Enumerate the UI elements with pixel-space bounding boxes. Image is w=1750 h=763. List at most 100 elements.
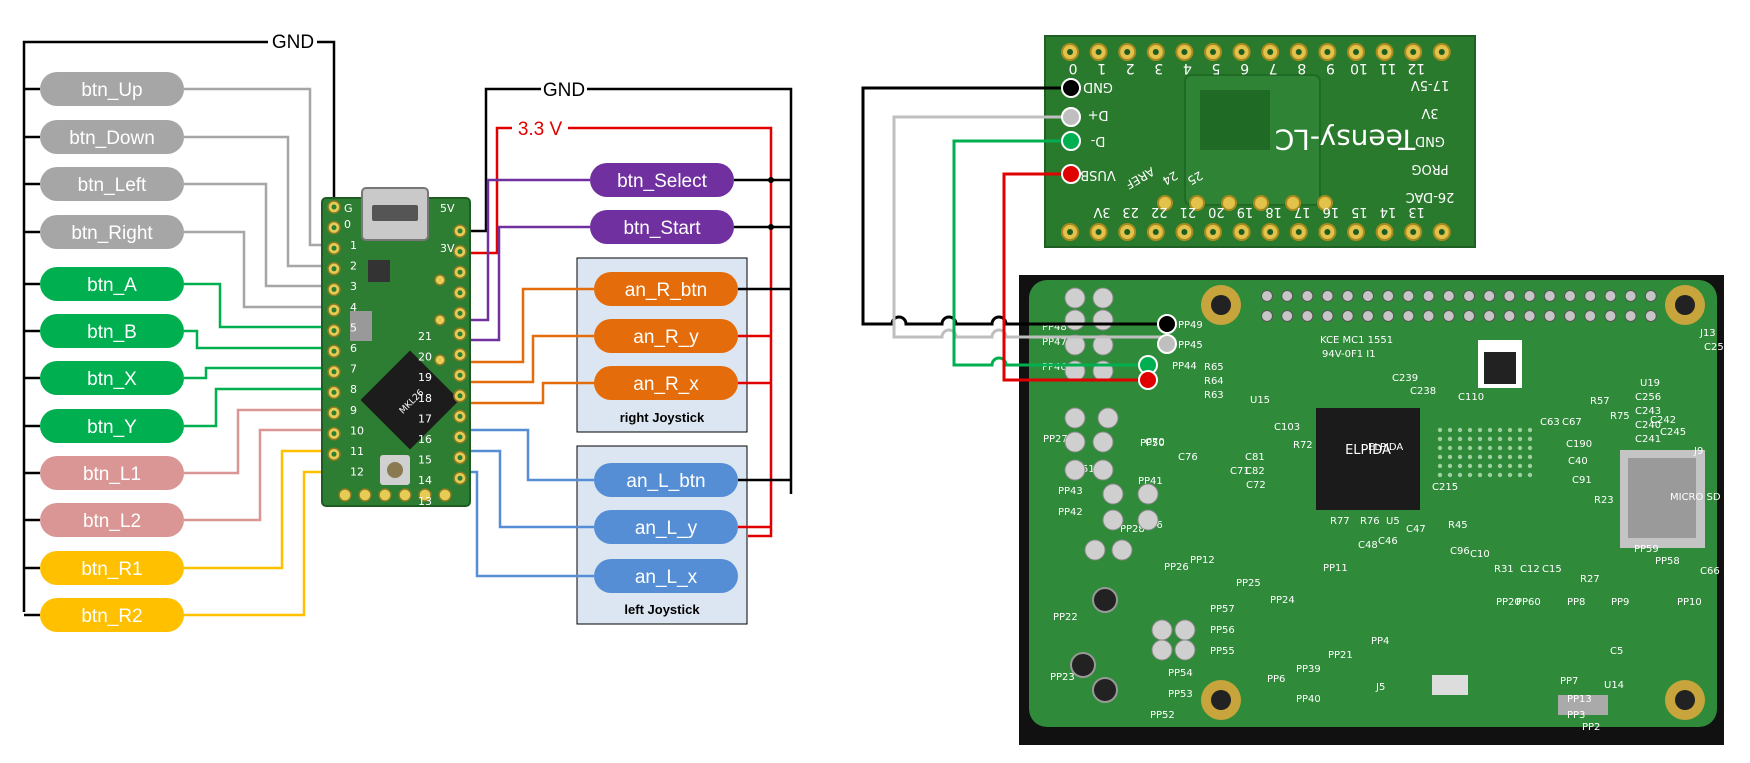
teensy-dminus-pad: [1061, 131, 1081, 151]
button-pill: [40, 167, 184, 201]
pi-silkscreen-label: PP42: [1058, 507, 1083, 518]
teensy-lc-pad-label: GND: [1415, 133, 1445, 148]
pi-silkscreen-label: C47: [1406, 524, 1426, 535]
pi-silkscreen-label: PP25: [1236, 578, 1261, 589]
pi-silkscreen-label: PP28: [1120, 524, 1145, 535]
button-label: an_R_y: [633, 327, 699, 348]
pi-silkscreen-label: PP26: [1164, 562, 1189, 573]
pi-silkscreen-label: PP41: [1138, 476, 1163, 487]
pi-silkscreen-label: C239: [1392, 373, 1418, 384]
pi-silkscreen-label: R57: [1590, 396, 1610, 407]
pi-silkscreen-label: C12: [1520, 564, 1540, 575]
teensy-lc-pin-label: 5: [1212, 60, 1221, 76]
pi-silkscreen-label: C82: [1245, 466, 1265, 477]
pi-silkscreen-label: C242: [1650, 415, 1676, 426]
button-label: btn_B: [87, 322, 137, 343]
teensy-lc-pin-label: 4: [1183, 60, 1192, 76]
button-pill: [40, 72, 184, 106]
pi-silkscreen-label: 94V-0F1 I1: [1322, 349, 1376, 360]
teensy-pin-label: 4: [350, 301, 357, 314]
teensy-lc-pad-label: PROG: [1411, 161, 1448, 176]
teensy-lc-pad-label: D-: [1090, 133, 1105, 148]
teensy-pin-label: 17: [418, 412, 432, 425]
pi-silkscreen-label: PP9: [1611, 597, 1629, 608]
teensy-lc-pin-label: 18: [1265, 204, 1282, 219]
pi-silkscreen-label: PP50: [1140, 438, 1165, 449]
button-label: an_R_x: [633, 374, 699, 395]
button-label: btn_R2: [81, 606, 142, 627]
pi-silkscreen-label: C243: [1635, 406, 1661, 417]
pi-silkscreen-label: C258: [1704, 342, 1730, 353]
teensy-pin-label: 3V: [440, 242, 455, 255]
left-button-pills: btn_Upbtn_Downbtn_Leftbtn_Rightbtn_Abtn_…: [40, 72, 184, 632]
teensy-lc-pad-label: D+: [1088, 107, 1109, 122]
teensy-lc-pin-label: 20: [1208, 204, 1225, 219]
pi-silkscreen-label: C70: [1145, 437, 1165, 448]
pi-silkscreen-label: PP21: [1328, 650, 1353, 661]
pi-silkscreen-label: PP11: [1323, 563, 1348, 574]
pi-silkscreen-label: PP46: [1042, 362, 1067, 373]
button-pill: [594, 272, 738, 306]
pi-silkscreen-label: U5: [1386, 516, 1400, 527]
teensy-pin-label: 11: [350, 445, 364, 458]
pi-pp49-pad: [1157, 314, 1177, 334]
teensy-lc-pin-label: 3: [1154, 60, 1163, 76]
gnd-label-left: GND: [272, 32, 314, 53]
button-label: btn_L2: [83, 511, 141, 532]
button-pill: [40, 409, 184, 443]
teensy-lc-pin-label: 7: [1269, 60, 1278, 76]
teensy-pin-label: 6: [350, 342, 357, 355]
left-button-wires: [24, 87, 334, 617]
button-pill: [590, 163, 734, 197]
pi-silkscreen-label: C238: [1410, 386, 1436, 397]
pi-silkscreen-label: C256: [1635, 392, 1661, 403]
pi-silkscreen-label: R45: [1448, 520, 1468, 531]
teensy-gnd-pad: [1061, 78, 1081, 98]
teensy-pin-label: 7: [350, 363, 357, 376]
teensy-pin-label: 0: [344, 218, 351, 231]
teensy-pin-label: 8: [350, 383, 357, 396]
teensy-lc-pin-label: 11: [1379, 60, 1397, 76]
pi-silkscreen-label: C67: [1562, 417, 1582, 428]
button-pill: [594, 463, 738, 497]
button-pill: [594, 559, 738, 593]
pi-silkscreen-label: C46: [1378, 536, 1398, 547]
pi-silkscreen-label: C76: [1178, 452, 1198, 463]
pi-silkscreen-label: PP55: [1210, 646, 1235, 657]
pi-silkscreen-label: PP27: [1043, 434, 1068, 445]
teensy-lc-pin-label: 1: [1097, 60, 1106, 76]
pi-silkscreen-label: ELPIDA: [1368, 442, 1403, 453]
teensy-pin-label: 10: [350, 424, 364, 437]
pi-silkscreen-label: C190: [1566, 439, 1592, 450]
teensy-pin-label: 18: [418, 392, 432, 405]
pi-silkscreen-label: C240: [1635, 420, 1661, 431]
button-pill: [594, 319, 738, 353]
teensy-lc-pad-label: 26-DAC: [1406, 189, 1455, 204]
teensy-pin-label: 12: [350, 466, 364, 479]
teensy-pin-label: 5: [350, 321, 357, 334]
pi-silkscreen-label: R64: [1204, 376, 1224, 387]
teensy-lc-pin-label: 8: [1297, 60, 1306, 76]
button-label: btn_Y: [87, 417, 137, 438]
pi-silkscreen-label: PP4: [1371, 636, 1389, 647]
pi-silkscreen-label: PP2: [1582, 722, 1600, 733]
button-label: btn_Up: [81, 80, 142, 101]
pi-silkscreen-label: PP52: [1150, 710, 1175, 721]
teensy-lc-pad-label: GND: [1083, 79, 1113, 94]
teensy-pin-label: 14: [418, 474, 432, 487]
button-pill: [590, 210, 734, 244]
teensy-lc-title: Teensy-LC: [1275, 123, 1416, 156]
button-label: an_L_btn: [626, 471, 705, 492]
button-label: btn_Down: [69, 128, 155, 149]
teensy-pin-label: 13: [418, 495, 432, 508]
teensy-pin-label: 20: [418, 351, 432, 364]
button-label: btn_R1: [81, 559, 142, 580]
pi-silkscreen-label: J5: [1375, 682, 1385, 693]
pi-silkscreen-label: MICRO SD CARD: [1670, 492, 1750, 503]
pi-silkscreen-label: C110: [1458, 392, 1484, 403]
pi-silkscreen-label: KCE MC1 1551: [1320, 335, 1393, 346]
pi-silkscreen-label: C241: [1635, 434, 1661, 445]
pi-silkscreen-label: PP13: [1567, 694, 1592, 705]
pi-silkscreen-label: C66: [1700, 566, 1720, 577]
